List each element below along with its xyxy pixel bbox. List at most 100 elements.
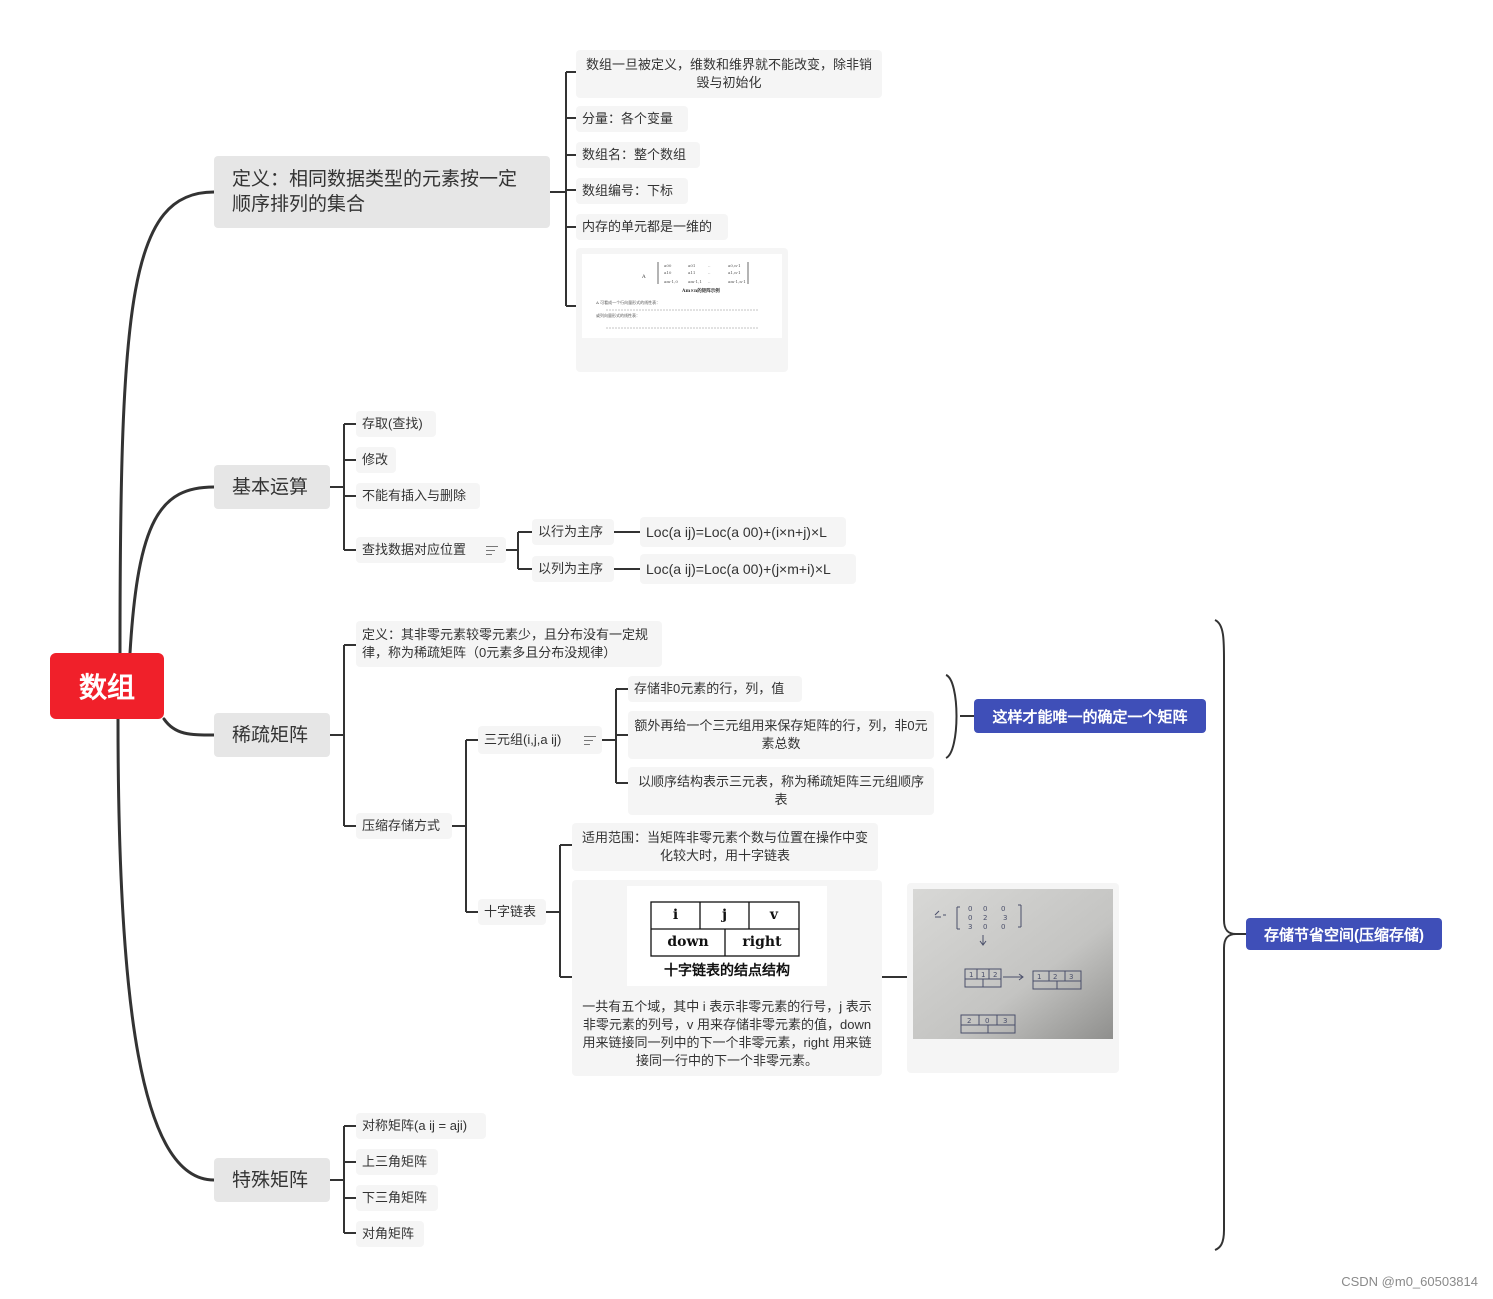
basic-op-locate[interactable]: 查找数据对应位置 bbox=[356, 537, 506, 563]
cross-list-node[interactable]: 十字链表 bbox=[478, 899, 546, 925]
triple-item-sequential[interactable]: 以顺序结构表示三元表，称为稀疏矩阵三元组顺序表 bbox=[628, 767, 934, 815]
triple-node[interactable]: 三元组(i,j,a ij) bbox=[478, 726, 602, 754]
svg-text:1: 1 bbox=[981, 971, 985, 979]
svg-text:am-1,0: am-1,0 bbox=[664, 279, 678, 284]
node-field-i: i bbox=[672, 907, 679, 923]
unique-matrix-summary[interactable]: 这样才能唯一的确定一个矩阵 bbox=[974, 699, 1206, 733]
storage-summary-text: 存储节省空间(压缩存储) bbox=[1264, 926, 1424, 944]
svg-text:3: 3 bbox=[1003, 914, 1007, 922]
basic-op-no-insert[interactable]: 不能有插入与删除 bbox=[356, 483, 480, 509]
special-item-text: 对角矩阵 bbox=[362, 1226, 415, 1241]
storage-summary[interactable]: 存储节省空间(压缩存储) bbox=[1246, 918, 1442, 950]
svg-text:..: .. bbox=[708, 263, 711, 268]
svg-text:a11: a11 bbox=[688, 270, 695, 275]
definition-item-index[interactable]: 数组编号：下标 bbox=[576, 178, 688, 204]
special-item-symmetric[interactable]: 对称矩阵(a ij = aji) bbox=[356, 1113, 486, 1139]
node-field-down: down bbox=[667, 934, 709, 950]
sparse-node[interactable]: 稀疏矩阵 bbox=[214, 713, 330, 757]
svg-text:0: 0 bbox=[1001, 905, 1005, 913]
definition-item-component[interactable]: 分量：各个变量 bbox=[576, 106, 688, 132]
definition-item-text: 分量：各个变量 bbox=[582, 111, 674, 126]
matrix-figure-line1: A 可看成一个行向量形式的线性表： bbox=[595, 299, 660, 305]
special-item-text: 上三角矩阵 bbox=[362, 1154, 428, 1169]
special-item-diagonal[interactable]: 对角矩阵 bbox=[356, 1221, 424, 1247]
svg-text:0: 0 bbox=[968, 905, 972, 913]
svg-text:1: 1 bbox=[1037, 973, 1041, 981]
matrix-figure-line2: 或列向量形式的线性表： bbox=[596, 312, 640, 318]
col-major-formula[interactable]: Loc(a ij)=Loc(a 00)+(j×m+i)×L bbox=[640, 554, 856, 584]
notes-icon bbox=[486, 546, 498, 555]
row-major-formula-text: Loc(a ij)=Loc(a 00)+(i×n+j)×L bbox=[646, 524, 827, 540]
definition-item-text: 数组名：整个数组 bbox=[582, 147, 687, 162]
svg-text:0: 0 bbox=[983, 905, 987, 913]
special-item-lower[interactable]: 下三角矩阵 bbox=[356, 1185, 438, 1211]
definition-item-text: 内存的单元都是一维的 bbox=[582, 219, 713, 234]
col-major-formula-text: Loc(a ij)=Loc(a 00)+(j×m+i)×L bbox=[646, 561, 831, 577]
row-major-label: 以行为主序 bbox=[538, 524, 604, 539]
definition-item-fixed-size[interactable]: 数组一旦被定义，维数和维界就不能改变，除非销毁与初始化 bbox=[576, 50, 882, 98]
basic-op-text: 存取(查找) bbox=[362, 416, 423, 431]
svg-text:0: 0 bbox=[1001, 923, 1005, 931]
svg-text:2: 2 bbox=[993, 971, 997, 979]
definition-item-memory[interactable]: 内存的单元都是一维的 bbox=[576, 214, 728, 240]
triple-label: 三元组(i,j,a ij) bbox=[484, 732, 562, 747]
svg-text:..: .. bbox=[708, 279, 711, 284]
svg-text:3: 3 bbox=[1069, 973, 1073, 981]
basic-op-access[interactable]: 存取(查找) bbox=[356, 411, 436, 437]
svg-text:0: 0 bbox=[983, 923, 987, 931]
sparse-label: 稀疏矩阵 bbox=[232, 724, 309, 746]
svg-text:a10: a10 bbox=[664, 270, 672, 275]
cross-list-scope[interactable]: 适用范围：当矩阵非零元素个数与位置在操作中变化较大时，用十字链表 bbox=[572, 823, 878, 871]
special-item-upper[interactable]: 上三角矩阵 bbox=[356, 1149, 438, 1175]
node-field-v: v bbox=[769, 907, 779, 923]
definition-label: 定义：相同数据类型的元素按一定顺序排列的集合 bbox=[232, 169, 518, 215]
node-field-j: j bbox=[721, 907, 728, 923]
triple-item-text: 额外再给一个三元组用来保存矩阵的行，列，非0元素总数 bbox=[634, 718, 928, 751]
col-major-node[interactable]: 以列为主序 bbox=[532, 556, 614, 582]
basic-op-text: 查找数据对应位置 bbox=[362, 542, 467, 557]
col-major-label: 以列为主序 bbox=[538, 561, 604, 576]
svg-text:a00: a00 bbox=[664, 263, 672, 268]
watermark: CSDN @m0_60503814 bbox=[1341, 1274, 1478, 1289]
cross-list-description: 一共有五个域，其中 i 表示非零元素的行号，j 表示非零元素的列号，v 用来存储… bbox=[582, 999, 872, 1068]
svg-text:3: 3 bbox=[1003, 1017, 1007, 1025]
svg-text:a0,n-1: a0,n-1 bbox=[728, 263, 741, 268]
triple-item-text: 以顺序结构表示三元表，称为稀疏矩阵三元组顺序表 bbox=[637, 774, 924, 807]
svg-text:0: 0 bbox=[968, 914, 972, 922]
basic-op-modify[interactable]: 修改 bbox=[356, 447, 396, 473]
row-major-formula[interactable]: Loc(a ij)=Loc(a 00)+(i×n+j)×L bbox=[640, 517, 846, 547]
compressed-storage-node[interactable]: 压缩存储方式 bbox=[356, 813, 452, 839]
cross-list-label: 十字链表 bbox=[484, 904, 537, 919]
node-structure-table bbox=[650, 901, 800, 957]
row-major-node[interactable]: 以行为主序 bbox=[532, 519, 614, 545]
definition-item-text: 数组编号：下标 bbox=[582, 183, 674, 198]
svg-text:2: 2 bbox=[1053, 973, 1057, 981]
triple-item-extra[interactable]: 额外再给一个三元组用来保存矩阵的行，列，非0元素总数 bbox=[628, 711, 934, 759]
svg-text:a01: a01 bbox=[688, 263, 695, 268]
special-item-text: 下三角矩阵 bbox=[362, 1190, 428, 1205]
definition-item-array-name[interactable]: 数组名：整个数组 bbox=[576, 142, 700, 168]
basic-ops-label: 基本运算 bbox=[232, 476, 309, 498]
special-node[interactable]: 特殊矩阵 bbox=[214, 1158, 330, 1202]
notes-icon bbox=[584, 736, 596, 745]
definition-node[interactable]: 定义：相同数据类型的元素按一定顺序排列的集合 bbox=[214, 156, 550, 228]
root-label: 数组 bbox=[78, 672, 135, 703]
svg-text:1: 1 bbox=[969, 971, 973, 979]
root-node[interactable]: 数组 bbox=[50, 653, 164, 719]
svg-text:a1,n-1: a1,n-1 bbox=[728, 270, 741, 275]
cross-list-node-card[interactable]: i j v down right 十字链表的结点结构 一共有五个域，其中 i 表… bbox=[572, 880, 882, 1076]
svg-text:2: 2 bbox=[983, 914, 987, 922]
triple-item-store[interactable]: 存储非0元素的行，列，值 bbox=[628, 676, 802, 702]
unique-matrix-summary-text: 这样才能唯一的确定一个矩阵 bbox=[992, 708, 1188, 726]
node-structure-caption: 十字链表的结点结构 bbox=[664, 963, 790, 979]
cross-list-scope-text: 适用范围：当矩阵非零元素个数与位置在操作中变化较大时，用十字链表 bbox=[581, 830, 868, 863]
triple-item-text: 存储非0元素的行，列，值 bbox=[634, 681, 785, 696]
node-structure-figure: i j v down right 十字链表的结点结构 bbox=[627, 886, 827, 986]
sparse-definition[interactable]: 定义：其非零元素较零元素少，且分布没有一定规律，称为稀疏矩阵（0元素多且分布没规… bbox=[356, 621, 662, 667]
svg-text:..: .. bbox=[708, 270, 711, 275]
basic-ops-node[interactable]: 基本运算 bbox=[214, 465, 330, 509]
